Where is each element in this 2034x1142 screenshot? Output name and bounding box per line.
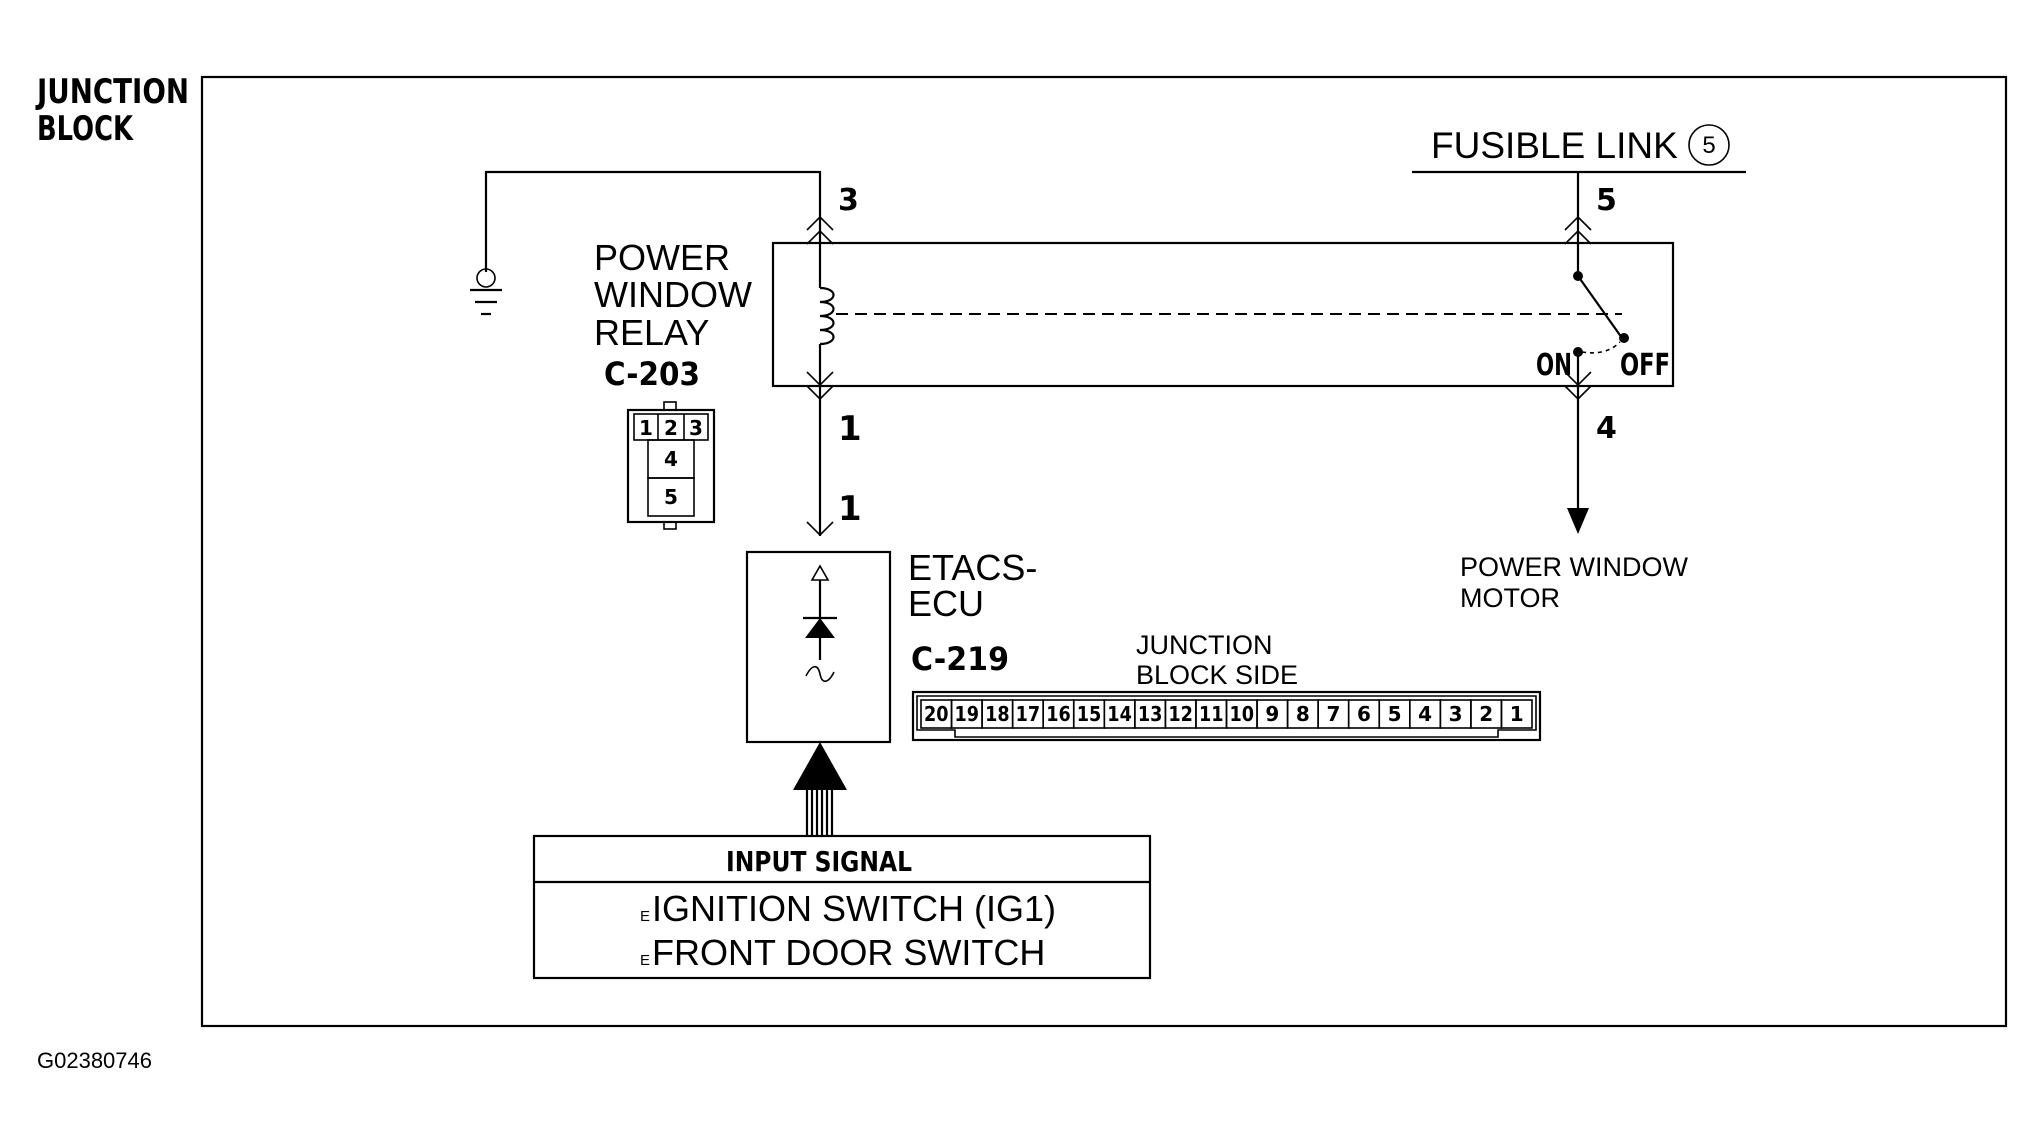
input-signal-table [532,834,1152,980]
jb-connector-pin-15: 15 [1077,702,1102,726]
pin-4-terminal-upper [1564,371,1592,387]
fusible-link-number: 5 [1702,132,1715,159]
jb-connector-pin-1: 1 [1510,702,1524,726]
relay-pin-5-label: 5 [1596,183,1617,218]
jb-connector-pin-8: 8 [1296,702,1310,726]
relay-switch-on-label: ON [1536,348,1572,383]
jb-connector-pin-11: 11 [1199,702,1224,726]
relay-pin-4-label: 4 [1596,411,1617,446]
fusible-link-label: FUSIBLE LINK [1431,125,1678,166]
ecu-pin-1-terminal [806,521,834,537]
jb-connector-cell-1 [1500,699,1533,729]
relay-connector-pin-4: 4 [664,447,678,471]
jb-connector-pin-2: 2 [1479,702,1493,726]
jb-connector-pin-17: 17 [1016,702,1041,726]
relay-connector-pin-2: 2 [664,416,678,440]
motor-label-line1: POWER WINDOW [1460,552,1688,582]
ground-terminal [476,268,496,288]
input-signal-bus [805,788,834,836]
relay-switch-swing-path [1581,341,1621,354]
ecu-pin-1-label: 1 [838,489,862,529]
relay-connector-cell-5 [647,477,695,517]
motor-label-line2: MOTOR [1460,583,1560,613]
ecu-diode-icon [805,618,835,638]
pin-5-terminal-lower [1564,229,1592,245]
etacs-label-line1: ETACS- [908,547,1037,588]
jb-connector-pin-10: 10 [1230,702,1255,726]
relay-label-line1: POWER [594,237,730,278]
relay-connector-face: 1 2 3 4 5 [626,401,716,530]
relay-connector-pin-3: 3 [689,416,703,440]
jb-connector-pin-19: 19 [955,702,980,726]
jb-connector-pin-4: 4 [1418,702,1432,726]
jb-connector-pin-9: 9 [1265,702,1279,726]
jb-connector-pin-13: 13 [1138,702,1163,726]
jb-connector-pin-3: 3 [1449,702,1463,726]
pin-1-terminal-upper [806,371,834,387]
jb-connector-pin-6: 6 [1357,702,1371,726]
input-signal-item-2: FRONT DOOR SWITCH [652,932,1045,973]
junction-block-side-label-line1: JUNCTION [1136,630,1273,660]
jb-connector-inner [916,695,1537,738]
relay-label-line2: WINDOW [594,274,752,315]
relay-pin-1-label: 1 [838,409,862,449]
input-signal-arrow-head [793,742,847,790]
relay-coil [819,286,835,346]
input-signal-bullet-2: E [640,952,650,969]
junction-block-label-line1: JUNCTION [35,72,189,112]
figure-id: G02380746 [37,1048,152,1073]
fusible-link-number-circle [1688,124,1730,166]
jb-connector-pin-12: 12 [1168,702,1193,726]
pin-1-terminal-lower [806,385,834,401]
junction-block-outline [200,75,2008,1028]
motor-direction-arrow [1567,508,1589,534]
relay-connector-label: C-203 [604,355,700,393]
pin-5-terminal-upper [1564,215,1592,231]
jb-connector-pin-7: 7 [1326,702,1340,726]
input-signal-bullet-1: E [640,908,650,925]
jb-connector-pin-18: 18 [985,702,1010,726]
relay-pin-3-label: 3 [838,183,859,218]
jb-connector-pin-16: 16 [1046,702,1071,726]
relay-connector-pin-1: 1 [639,416,653,440]
junction-block-label-line2: BLOCK [37,109,134,149]
jb-connector-pin-5: 5 [1388,702,1402,726]
pin-4-terminal-lower [1564,385,1592,401]
ecu-internal-signal-icon [805,665,835,683]
ecu-input-marker [810,564,830,581]
relay-switch-off-contact [1619,333,1629,343]
relay-connector-key-top [663,401,677,411]
relay-box [771,241,1675,388]
junction-block-side-label-line2: BLOCK SIDE [1136,660,1298,690]
jb-connector-outer [911,690,1542,742]
input-signal-header: INPUT SIGNAL [726,845,912,878]
relay-label-line3: RELAY [594,312,709,353]
ground-wire [484,170,822,272]
jb-connector-pin-20: 20 [924,702,949,726]
relay-connector-pin-5: 5 [664,485,678,509]
input-signal-item-1: IGNITION SWITCH (IG1) [652,888,1056,929]
relay-switch-off-label: OFF [1620,348,1670,383]
relay-connector-key-bottom [663,521,677,530]
etacs-label-line2: ECU [908,583,984,624]
jb-connector-pin-14: 14 [1107,702,1132,726]
etacs-connector-label: C-219 [911,640,1009,678]
relay-switch-blade [1577,275,1623,339]
etacs-ecu-box [745,550,892,744]
